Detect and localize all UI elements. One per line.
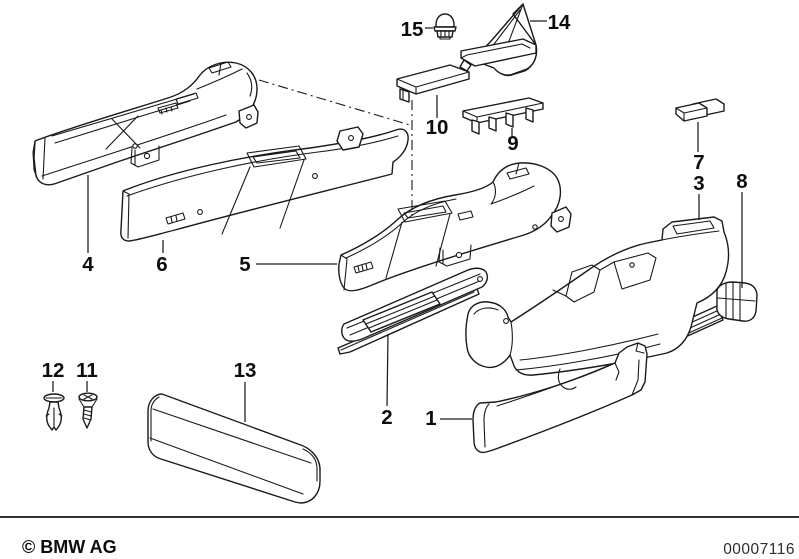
part-drawing-15 [433,13,457,40]
callout-1[interactable]: 1 [425,407,436,430]
part-drawing-10 [396,64,470,103]
callout-14[interactable]: 14 [548,11,571,34]
copyright-text: © BMW AG [22,537,117,557]
callout-10[interactable]: 10 [426,116,449,139]
callout-12[interactable]: 12 [42,359,65,382]
part-drawing-12 [43,393,65,431]
part-drawing-5 [338,162,572,292]
callout-11[interactable]: 11 [76,359,98,382]
callout-15[interactable]: 15 [401,18,424,41]
callout-2[interactable]: 2 [381,406,392,429]
document-number: 00007116 [723,541,795,558]
part-drawing-6 [120,126,409,242]
part-drawing-9 [462,97,544,135]
part-drawing-7 [675,98,725,122]
callout-8[interactable]: 8 [736,170,747,193]
leader-line-2 [386,333,389,407]
callout-4[interactable]: 4 [82,253,94,276]
callout-9[interactable]: 9 [507,132,518,155]
part-drawing-11 [78,392,98,429]
part-drawing-14 [459,3,538,77]
part-drawing-4 [32,61,259,186]
part-drawing-2 [337,267,489,355]
callout-5[interactable]: 5 [239,253,250,276]
leader-lines [52,20,743,422]
callout-numbers: 1 2 3 4 5 6 7 8 9 10 11 12 13 14 15 [42,11,748,430]
part-drawing-1 [472,342,648,454]
part-drawing-13 [147,393,321,504]
callout-6[interactable]: 6 [156,253,167,276]
callout-3[interactable]: 3 [693,172,704,195]
callout-13[interactable]: 13 [234,359,257,382]
alignment-dashdot-diagonal [258,79,411,126]
callout-7[interactable]: 7 [693,151,704,174]
